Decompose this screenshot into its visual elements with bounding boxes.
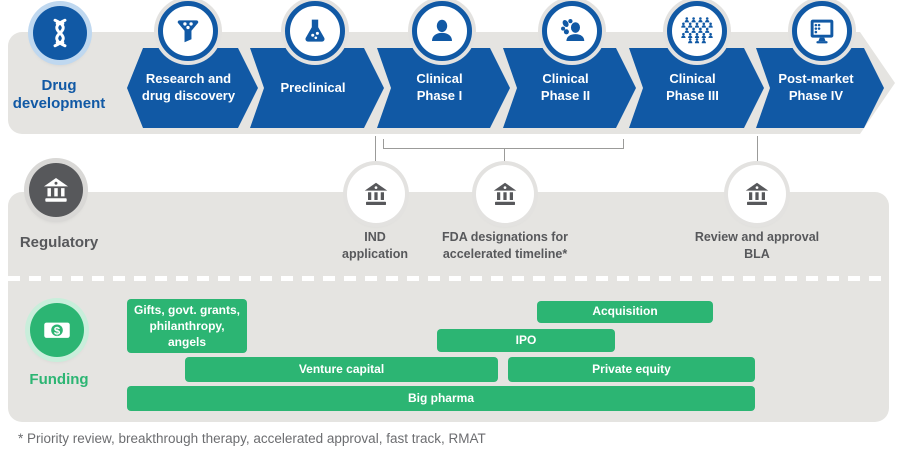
row-label-drug-development: Drug development bbox=[12, 77, 106, 112]
monitor-icon bbox=[792, 1, 852, 61]
funding-bar-gifts-grants: Gifts, govt. grants, philanthropy, angel… bbox=[127, 299, 247, 353]
person-icon bbox=[412, 1, 472, 61]
funding-bar-big-pharma: Big pharma bbox=[127, 386, 755, 411]
stage-preclinical: Preclinical bbox=[250, 48, 384, 128]
money-icon: $ bbox=[30, 303, 84, 357]
connector-bracket-left bbox=[383, 139, 384, 149]
flask-icon bbox=[285, 1, 345, 61]
funding-bar-private-equity: Private equity bbox=[508, 357, 755, 382]
row-label-funding: Funding bbox=[29, 371, 89, 388]
people-icon bbox=[542, 1, 602, 61]
milestone-label-review-approval-bla: Review and approval BLA bbox=[694, 230, 820, 261]
connector-ind bbox=[375, 136, 376, 163]
bank-icon bbox=[728, 165, 786, 223]
row-label-regulatory: Regulatory bbox=[19, 234, 99, 251]
milestone-label-fda-designations: FDA designations for accelerated timelin… bbox=[442, 230, 568, 261]
connector-bla bbox=[757, 136, 758, 164]
funding-bar-ipo: IPO bbox=[437, 329, 615, 352]
connector-bracket-right bbox=[623, 139, 624, 149]
footnote-accelerated-timeline: * Priority review, breakthrough therapy,… bbox=[18, 431, 486, 446]
bank-icon bbox=[29, 163, 83, 217]
stage-label: Research and drug discovery bbox=[141, 71, 236, 103]
stage-label: Clinical Phase III bbox=[666, 71, 719, 103]
stage-post-market-phase-4: Post-market Phase IV bbox=[756, 48, 884, 128]
funding-bar-acquisition: Acquisition bbox=[537, 301, 713, 323]
connector-fda-drop bbox=[504, 149, 505, 164]
bank-icon bbox=[347, 165, 405, 223]
funding-bar-venture-capital: Venture capital bbox=[185, 357, 498, 382]
milestone-label-ind: IND application bbox=[342, 230, 408, 261]
section-divider-dashed-line bbox=[8, 276, 889, 281]
stage-label: Clinical Phase I bbox=[416, 71, 463, 103]
svg-text:$: $ bbox=[54, 325, 61, 337]
stage-clinical-phase-1: Clinical Phase I bbox=[377, 48, 510, 128]
stage-label: Post-market Phase IV bbox=[778, 71, 854, 103]
crowd-icon bbox=[667, 1, 727, 61]
stage-label: Clinical Phase II bbox=[540, 71, 591, 103]
stage-clinical-phase-3: Clinical Phase III bbox=[629, 48, 764, 128]
stage-label: Preclinical bbox=[280, 79, 346, 95]
stage-research-drug-discovery: Research and drug discovery bbox=[127, 48, 258, 128]
bank-icon bbox=[476, 165, 534, 223]
dna-icon bbox=[33, 6, 87, 60]
funnel-icon bbox=[158, 1, 218, 61]
stage-clinical-phase-2: Clinical Phase II bbox=[503, 48, 636, 128]
connector-bracket-horizontal bbox=[383, 148, 624, 149]
